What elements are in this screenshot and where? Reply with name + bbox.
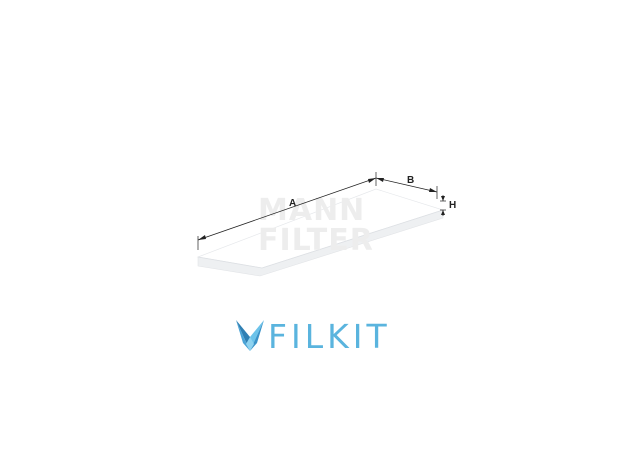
dimension-a [197, 172, 377, 250]
dimension-b [375, 177, 438, 199]
filter-edge-highlight [197, 209, 444, 269]
dimension-h-label: H [449, 200, 456, 211]
watermark-line-2: FILTER [258, 223, 374, 258]
dimension-a-label: A [289, 198, 296, 209]
brand-name: FILKIT [268, 317, 391, 356]
mann-filter-watermark: MANN FILTER [258, 193, 374, 258]
brand-logo: FILKIT [236, 317, 391, 356]
dimension-h [440, 195, 446, 216]
filter-element [196, 188, 445, 277]
fox-head-logo-icon [236, 320, 264, 351]
dimension-b-label: B [407, 175, 414, 186]
watermark-line-1: MANN [258, 193, 365, 228]
